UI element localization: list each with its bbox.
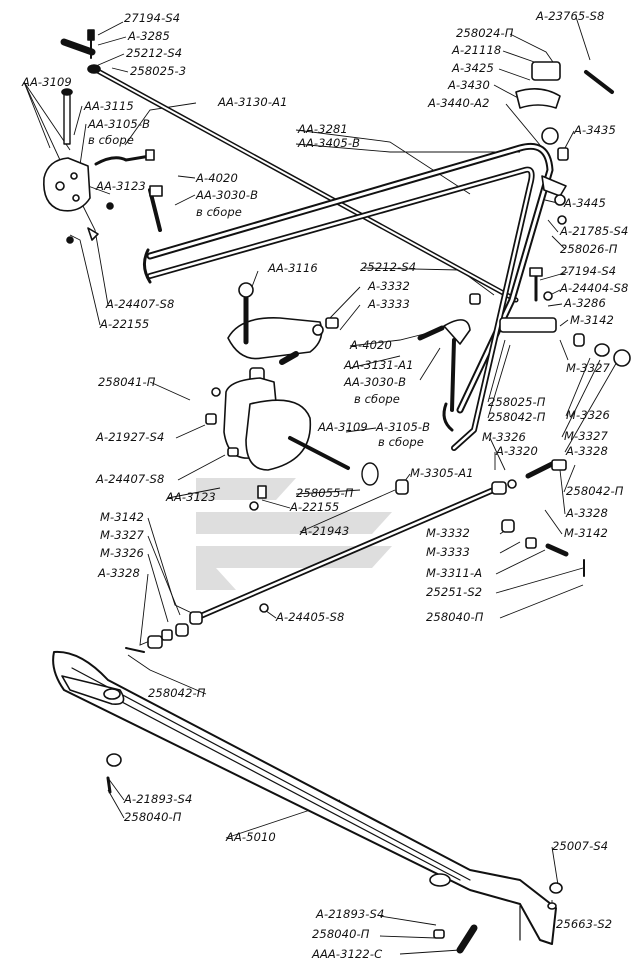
part-labels: 27194-S4 A-3285 25212-S4 258025-3 AA-310… — [21, 9, 628, 961]
part-label-m-3142-right: M-3142 — [570, 313, 614, 327]
part-label-a-3440-a2: A-3440-A2 — [427, 96, 490, 110]
radius-rod-assembly — [143, 142, 554, 451]
part-label-aa-3130-a1: AA-3130-A1 — [217, 95, 287, 109]
part-label-a-24405-s8: A-24405-S8 — [275, 610, 344, 624]
part-label-m-3332: M-3332 — [426, 526, 470, 540]
part-label-aa-3123-mid: AA-3123 — [165, 490, 216, 504]
left-end-parts — [125, 603, 269, 653]
part-label-a-24404-s8: A-24404-S8 — [559, 281, 628, 295]
part-label-25007-s4: 25007-S4 — [552, 839, 608, 853]
part-label-aa-3109-mid: AA-3109 — [317, 420, 368, 434]
part-label-v-sbore-4: в сборе — [378, 435, 424, 449]
part-label-aaa-3122-c: AAA-3122-C — [311, 947, 382, 961]
part-label-258042-p-mid: 258042-П — [488, 410, 546, 424]
part-label-a-3333: A-3333 — [367, 297, 410, 311]
part-label-m-3327-left: M-3327 — [100, 528, 145, 542]
parts — [43, 29, 631, 954]
part-label-aa-5010: AA-5010 — [225, 830, 276, 844]
bolt-top-left — [60, 29, 96, 59]
part-label-aa-3109-top: AA-3109 — [21, 75, 72, 89]
part-label-a-24407-s8-mid: A-24407-S8 — [95, 472, 164, 486]
part-label-a-21893-s4-bottom: A-21893-S4 — [315, 907, 384, 921]
part-label-a-3430: A-3430 — [447, 78, 490, 92]
part-label-258040-p-right: 258040-П — [426, 610, 484, 624]
part-label-v-sbore-2: в сборе — [196, 205, 242, 219]
rear-bracket — [515, 61, 614, 225]
part-label-a-22155-top: A-22155 — [99, 317, 149, 331]
part-label-m-3326-right-b: M-3326 — [482, 430, 526, 444]
part-label-aa-3030-b-top: AA-3030-B — [195, 188, 258, 202]
part-label-v-sbore-3: в сборе — [354, 392, 400, 406]
part-label-m-3305-a1: M-3305-A1 — [410, 466, 474, 480]
front-axle-beam — [52, 650, 563, 954]
part-label-a-21893-s4-left: A-21893-S4 — [123, 792, 192, 806]
part-label-27194-s4-top: 27194-S4 — [124, 11, 180, 25]
part-label-a-3435: A-3435 — [573, 123, 616, 137]
part-label-258055-p: 258055-П — [296, 486, 354, 500]
part-label-a-3286: A-3286 — [563, 296, 606, 310]
part-label-a-21118: A-21118 — [451, 43, 501, 57]
part-label-a-24407-s8-top: A-24407-S8 — [105, 297, 174, 311]
part-label-aa-3116: AA-3116 — [267, 261, 318, 275]
part-label-258026-p: 258026-П — [560, 242, 618, 256]
part-label-aa-3115: AA-3115 — [83, 99, 134, 113]
part-label-258042-p-bottom: 258042-П — [148, 686, 206, 700]
long-tie-rod — [87, 64, 519, 303]
part-label-a-3320: A-3320 — [495, 444, 538, 458]
part-label-a-22155-mid: A-22155 — [289, 500, 339, 514]
part-label-258040-p-bottom: 258040-П — [312, 927, 370, 941]
part-label-258042-p-right: 258042-П — [566, 484, 624, 498]
part-label-a-3332: A-3332 — [367, 279, 410, 293]
part-label-a-21927-s4: A-21927-S4 — [95, 430, 164, 444]
part-label-25212-s4-mid: 25212-S4 — [360, 260, 416, 274]
part-label-aa-3131-a1: AA-3131-A1 — [343, 358, 413, 372]
part-label-25663-s2: 25663-S2 — [556, 917, 612, 931]
part-label-aa-3105-b-top: AA-3105-B — [87, 117, 150, 131]
part-label-m-3311-a: M-3311-A — [426, 566, 482, 580]
tie-rod-end-parts — [501, 459, 585, 577]
part-label-258040-p-left: 258040-П — [124, 810, 182, 824]
part-label-a-3105-b-mid: A-3105-B — [375, 420, 430, 434]
part-label-258024-p: 258024-П — [456, 26, 514, 40]
part-label-258025-p: 258025-П — [488, 395, 546, 409]
part-label-aa-3281: AA-3281 — [297, 122, 348, 136]
part-label-25251-s2: 25251-S2 — [426, 585, 482, 599]
part-label-a-4020-top: A-4020 — [195, 171, 238, 185]
part-label-a-3328-left: A-3328 — [97, 566, 140, 580]
part-label-aa-3405-b: AA-3405-B — [297, 136, 360, 150]
part-label-m-3326-right-a: M-3326 — [566, 408, 610, 422]
leader-lines — [23, 16, 619, 955]
part-label-258025-3: 258025-3 — [130, 64, 186, 78]
part-label-258041-p: 258041-П — [98, 375, 156, 389]
part-label-a-23765-s8: A-23765-S8 — [535, 9, 604, 23]
drag-link-rod — [189, 481, 507, 625]
part-label-a-3425: A-3425 — [451, 61, 494, 75]
central-knuckle-assembly — [205, 282, 350, 511]
part-label-m-3142-left: M-3142 — [100, 510, 144, 524]
part-label-v-sbore-1: в сборе — [88, 133, 134, 147]
part-label-m-3333: M-3333 — [426, 545, 470, 559]
part-label-27194-s4-mid: 27194-S4 — [560, 264, 616, 278]
part-label-a-21785-s4: A-21785-S4 — [559, 224, 628, 238]
part-label-a-3285: A-3285 — [127, 29, 170, 43]
part-label-m-3326-left: M-3326 — [100, 546, 144, 560]
part-label-a-3445: A-3445 — [563, 196, 606, 210]
drag-link-parts — [325, 267, 631, 495]
part-label-25212-s4-top: 25212-S4 — [126, 46, 182, 60]
part-label-a-21943: A-21943 — [299, 524, 349, 538]
part-label-m-3327-right-b: M-3327 — [564, 429, 609, 443]
part-label-m-3327-right-a: M-3327 — [566, 361, 611, 375]
part-label-aa-3030-b-mid: AA-3030-B — [343, 375, 406, 389]
part-label-aa-3123-top: AA-3123 — [95, 179, 146, 193]
part-label-a-3328-right-a: A-3328 — [565, 444, 608, 458]
steering-knuckle-top — [43, 88, 163, 244]
part-label-a-3328-right-b: A-3328 — [565, 506, 608, 520]
part-label-a-4020-mid: A-4020 — [349, 338, 392, 352]
part-label-m-3142-right-b: M-3142 — [564, 526, 608, 540]
